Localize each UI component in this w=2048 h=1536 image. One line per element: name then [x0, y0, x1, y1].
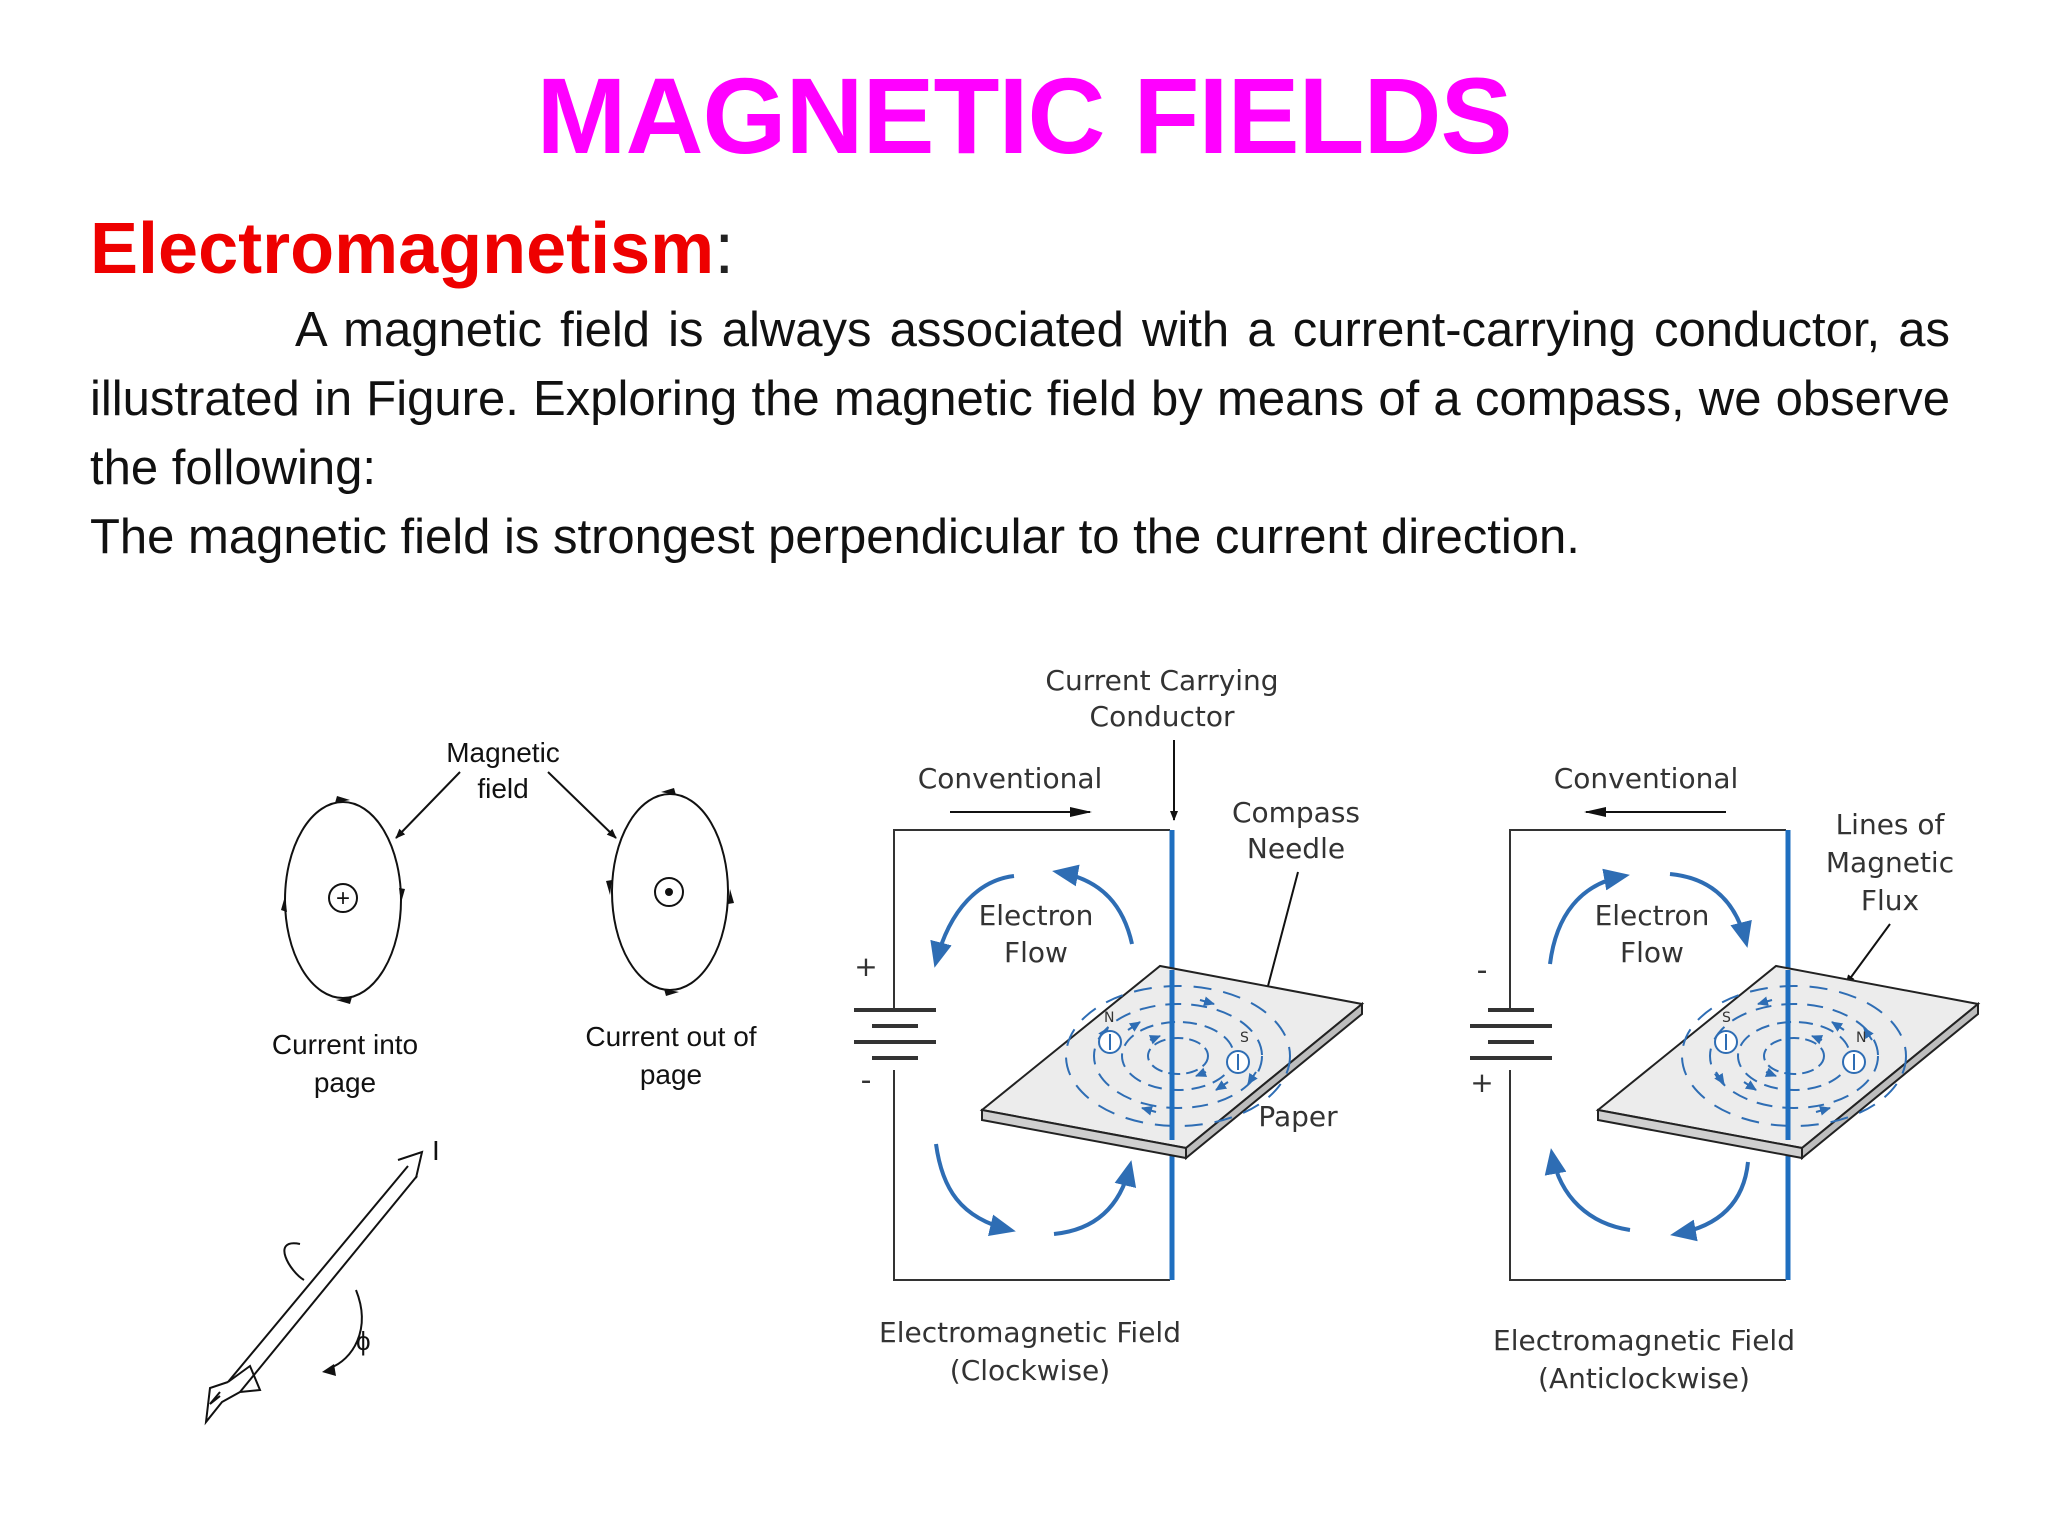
conventional-label: Conventional: [1554, 762, 1739, 795]
battery-plus: +: [1470, 1066, 1493, 1099]
caption-anticlockwise-1: Electromagnetic Field: [1493, 1324, 1795, 1357]
circuit-wire: [1509, 829, 1786, 1010]
circuit-wire: [893, 1070, 1170, 1281]
heading-colon: :: [714, 209, 735, 289]
paragraph-2: The magnetic field is strongest perpendi…: [90, 510, 1580, 564]
pole-n: N: [1104, 1010, 1114, 1026]
battery-minus: -: [1477, 953, 1488, 988]
flux-symbol: ϕ: [356, 1326, 371, 1356]
pointer-line-left: [395, 771, 461, 839]
arrow-icon: [204, 1150, 424, 1426]
circle-arrow-icon: [335, 796, 350, 803]
circle-arrow-icon: [399, 888, 405, 903]
cross-circle-icon: +: [328, 883, 358, 913]
conductor-label-1: Current Carrying: [1045, 664, 1278, 697]
compass-icon: [1098, 1030, 1250, 1074]
circle-arrow-icon: [281, 896, 287, 912]
caption-clockwise-1: Electromagnetic Field: [879, 1316, 1181, 1349]
pole-s: S: [1240, 1030, 1249, 1046]
lines-label-3: Flux: [1861, 884, 1919, 917]
dot-circle-icon: [654, 877, 684, 907]
pole-s: S: [1722, 1010, 1731, 1026]
electron-flow-arrow: [1053, 1160, 1137, 1236]
lines-label-2: Magnetic: [1826, 846, 1954, 879]
battery-plus: +: [854, 950, 877, 983]
magnetic-field-label-2: field: [477, 773, 528, 804]
electron-flow-arrow: [934, 1143, 1016, 1237]
circuit-wire: [1509, 1070, 1786, 1281]
circuit-wire: [893, 829, 1170, 1010]
flux-pointer: [1845, 923, 1891, 985]
compass-icon: [1714, 1030, 1866, 1074]
heading-text: Electromagnetism: [90, 209, 715, 289]
electron-label-1: Electron: [979, 899, 1094, 932]
figure-left-group: Magnetic field + Current into page: [204, 737, 757, 1426]
circle-arrow-icon: [336, 997, 352, 1004]
battery-icon: [854, 1008, 936, 1060]
electron-label-1: Electron: [1595, 899, 1710, 932]
lines-label-1: Lines of: [1836, 808, 1946, 841]
circle-arrow-icon: [661, 788, 676, 795]
conductor-label-2: Conductor: [1090, 700, 1235, 733]
electron-flow-arrow: [1670, 1161, 1750, 1242]
electron-flow-arrow: [1548, 868, 1630, 965]
conventional-label: Conventional: [918, 762, 1103, 795]
circle-arrow-icon: [728, 889, 734, 904]
page-title: MAGNETIC FIELDS: [536, 55, 1513, 176]
pole-n: N: [1856, 1030, 1866, 1046]
electron-flow-arrow: [1669, 872, 1752, 948]
figure-middle-group: Current Carrying Conductor Conventional …: [854, 664, 1365, 1387]
compass-label-2: Needle: [1247, 832, 1345, 865]
figure-right-group: Conventional Lines of Magnetic Flux - + …: [1470, 762, 1981, 1395]
paper-label: Paper: [1258, 1100, 1338, 1133]
paragraph-1: A magnetic field is always associated wi…: [90, 303, 1950, 495]
compass-label-1: Compass: [1232, 796, 1360, 829]
electron-label-2: Flow: [1004, 936, 1068, 969]
current-into-label-2: page: [314, 1067, 376, 1098]
body-text: A magnetic field is always associated wi…: [90, 296, 1950, 572]
current-out-label-1: Current out of: [585, 1021, 756, 1052]
section-heading: Electromagnetism:: [90, 206, 734, 292]
circle-arrow-icon: [606, 880, 612, 895]
caption-clockwise-2: (Clockwise): [950, 1354, 1110, 1387]
caption-anticlockwise-2: (Anticlockwise): [1538, 1362, 1750, 1395]
battery-minus: -: [861, 1063, 872, 1098]
electron-flow-arrow: [1544, 1148, 1631, 1232]
electron-flow-arrow: [930, 874, 1015, 968]
current-symbol: I: [432, 1135, 440, 1166]
into-symbol: +: [336, 885, 350, 912]
field-circle-out: [611, 793, 729, 991]
electron-label-2: Flow: [1620, 936, 1684, 969]
electron-flow-arrow: [1052, 864, 1134, 945]
circle-arrow-icon: [664, 989, 679, 996]
figure: Magnetic field + Current into page: [204, 664, 1981, 1426]
magnetic-field-label-1: Magnetic: [446, 737, 560, 768]
current-into-label-1: Current into: [272, 1029, 418, 1060]
pointer-line-right: [547, 771, 617, 839]
battery-icon: [1470, 1008, 1552, 1060]
current-out-label-2: page: [640, 1059, 702, 1090]
